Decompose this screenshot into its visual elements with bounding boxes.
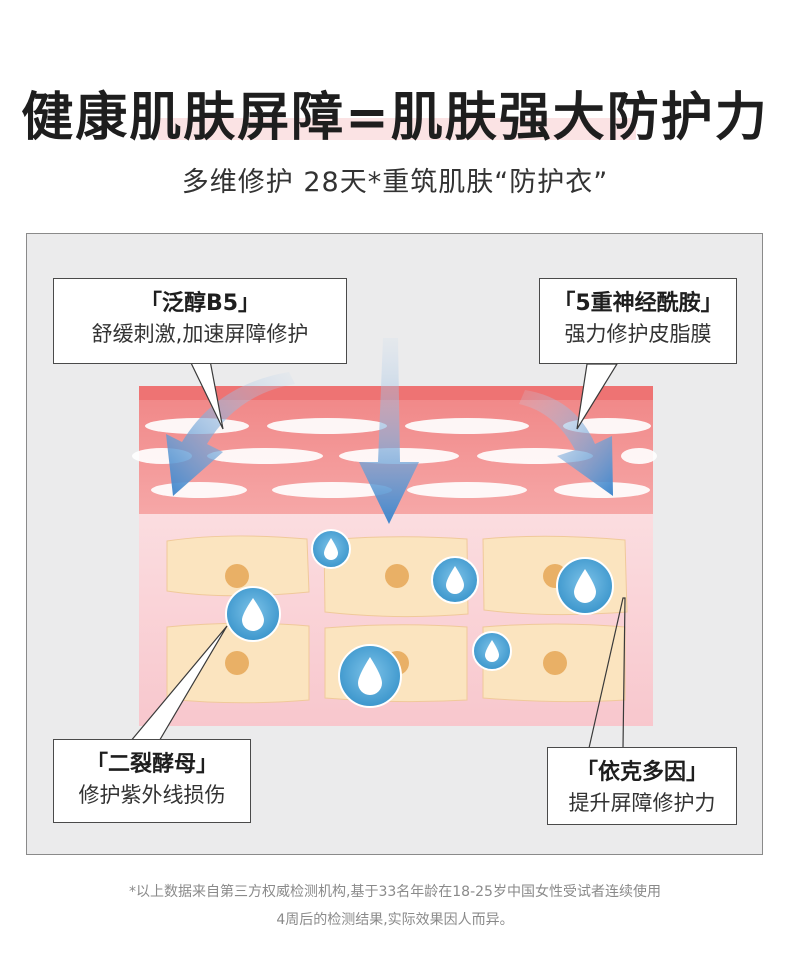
- callout-ceramide: 「5重神经酰胺」 强力修护皮脂膜: [539, 278, 737, 364]
- droplet-icon: [556, 557, 614, 615]
- droplet-icon: [225, 586, 281, 642]
- callout-title: 「依克多因」: [575, 760, 708, 785]
- callout-title: 「泛醇B5」: [139, 291, 261, 316]
- droplet-icon: [338, 644, 402, 708]
- callout-panthenol-b5: 「泛醇B5」 舒缓刺激,加速屏障修护: [53, 278, 347, 364]
- droplet-icon: [311, 529, 351, 569]
- penetration-arrows: [166, 338, 613, 524]
- page-subtitle: 多维修护 28天*重筑肌肤“防护衣”: [181, 167, 609, 198]
- footnote-line-2: 4周后的检测结果,实际效果因人而异。: [276, 912, 514, 928]
- left-arrow-icon: [166, 372, 295, 496]
- skin-diagram-panel: 「泛醇B5」 舒缓刺激,加速屏障修护 「5重神经酰胺」 强力修护皮脂膜 「二裂酵…: [26, 233, 763, 855]
- callout-title: 「二裂酵母」: [85, 752, 218, 777]
- center-arrow-icon: [359, 338, 419, 524]
- callout-desc: 强力修护皮脂膜: [564, 322, 712, 346]
- callout-desc: 提升屏障修护力: [568, 791, 716, 815]
- page-title: 健康肌肤屏障=肌肤强大防护力: [21, 88, 769, 148]
- lipid-ovals: [132, 418, 657, 498]
- callout-desc: 修护紫外线损伤: [78, 783, 226, 807]
- skin-block: [132, 338, 657, 726]
- droplet-icon: [472, 631, 512, 671]
- callout-ectoin: 「依克多因」 提升屏障修护力: [547, 747, 737, 825]
- droplet-icon: [431, 556, 479, 604]
- footnote-line-1: *以上数据来自第三方权威检测机构,基于33名年龄在18-25岁中国女性受试者连续…: [129, 884, 661, 900]
- callout-desc: 舒缓刺激,加速屏障修护: [91, 322, 309, 346]
- right-arrow-icon: [519, 390, 613, 496]
- callout-bifida-ferment: 「二裂酵母」 修护紫外线损伤: [53, 739, 251, 823]
- skin-layer-illustration: [123, 333, 657, 749]
- callout-title: 「5重神经酰胺」: [553, 291, 723, 316]
- water-droplets: [225, 529, 614, 708]
- title-highlight: [158, 118, 636, 140]
